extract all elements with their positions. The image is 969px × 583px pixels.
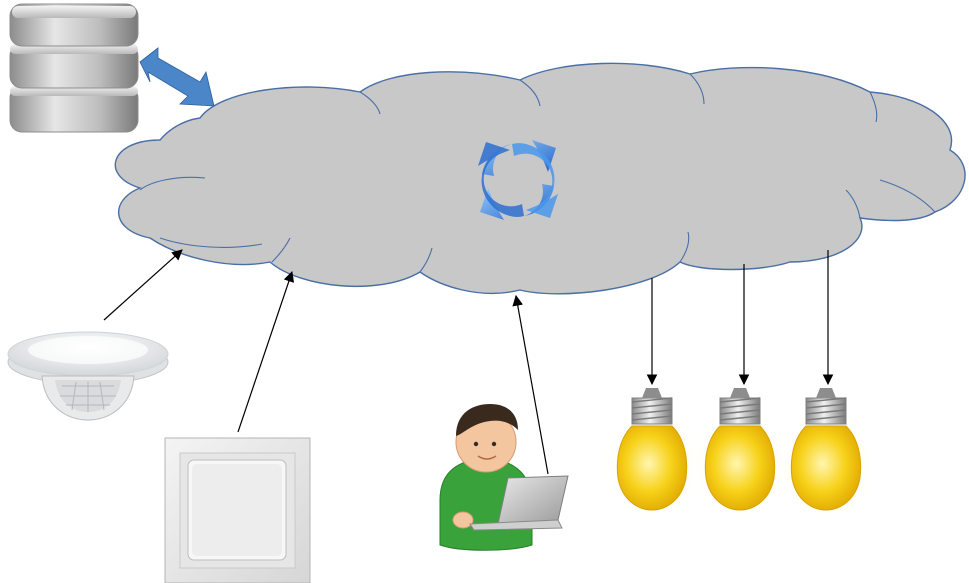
- database-cloud-arrow: [139, 47, 215, 107]
- sensor-cloud-arrow: [103, 249, 183, 321]
- wall-switch-icon: [164, 437, 311, 583]
- sync-icon: [478, 140, 558, 220]
- light-bulb-icon: [774, 388, 878, 521]
- database-icon: [9, 3, 139, 133]
- motion-sensor-icon: [7, 331, 169, 421]
- database-disk: [9, 3, 139, 47]
- switch-cloud-arrow: [237, 270, 295, 433]
- laptop-icon: [469, 475, 569, 531]
- connections: [103, 249, 834, 475]
- database-disk: [9, 43, 139, 89]
- light-bulb-icon: [688, 388, 792, 521]
- cloud-shape: [114, 62, 966, 295]
- user-cloud-arrow: [512, 294, 549, 475]
- light-bulb-icon: [600, 388, 704, 521]
- database-disk: [9, 85, 139, 133]
- cloud-icon: [114, 62, 966, 295]
